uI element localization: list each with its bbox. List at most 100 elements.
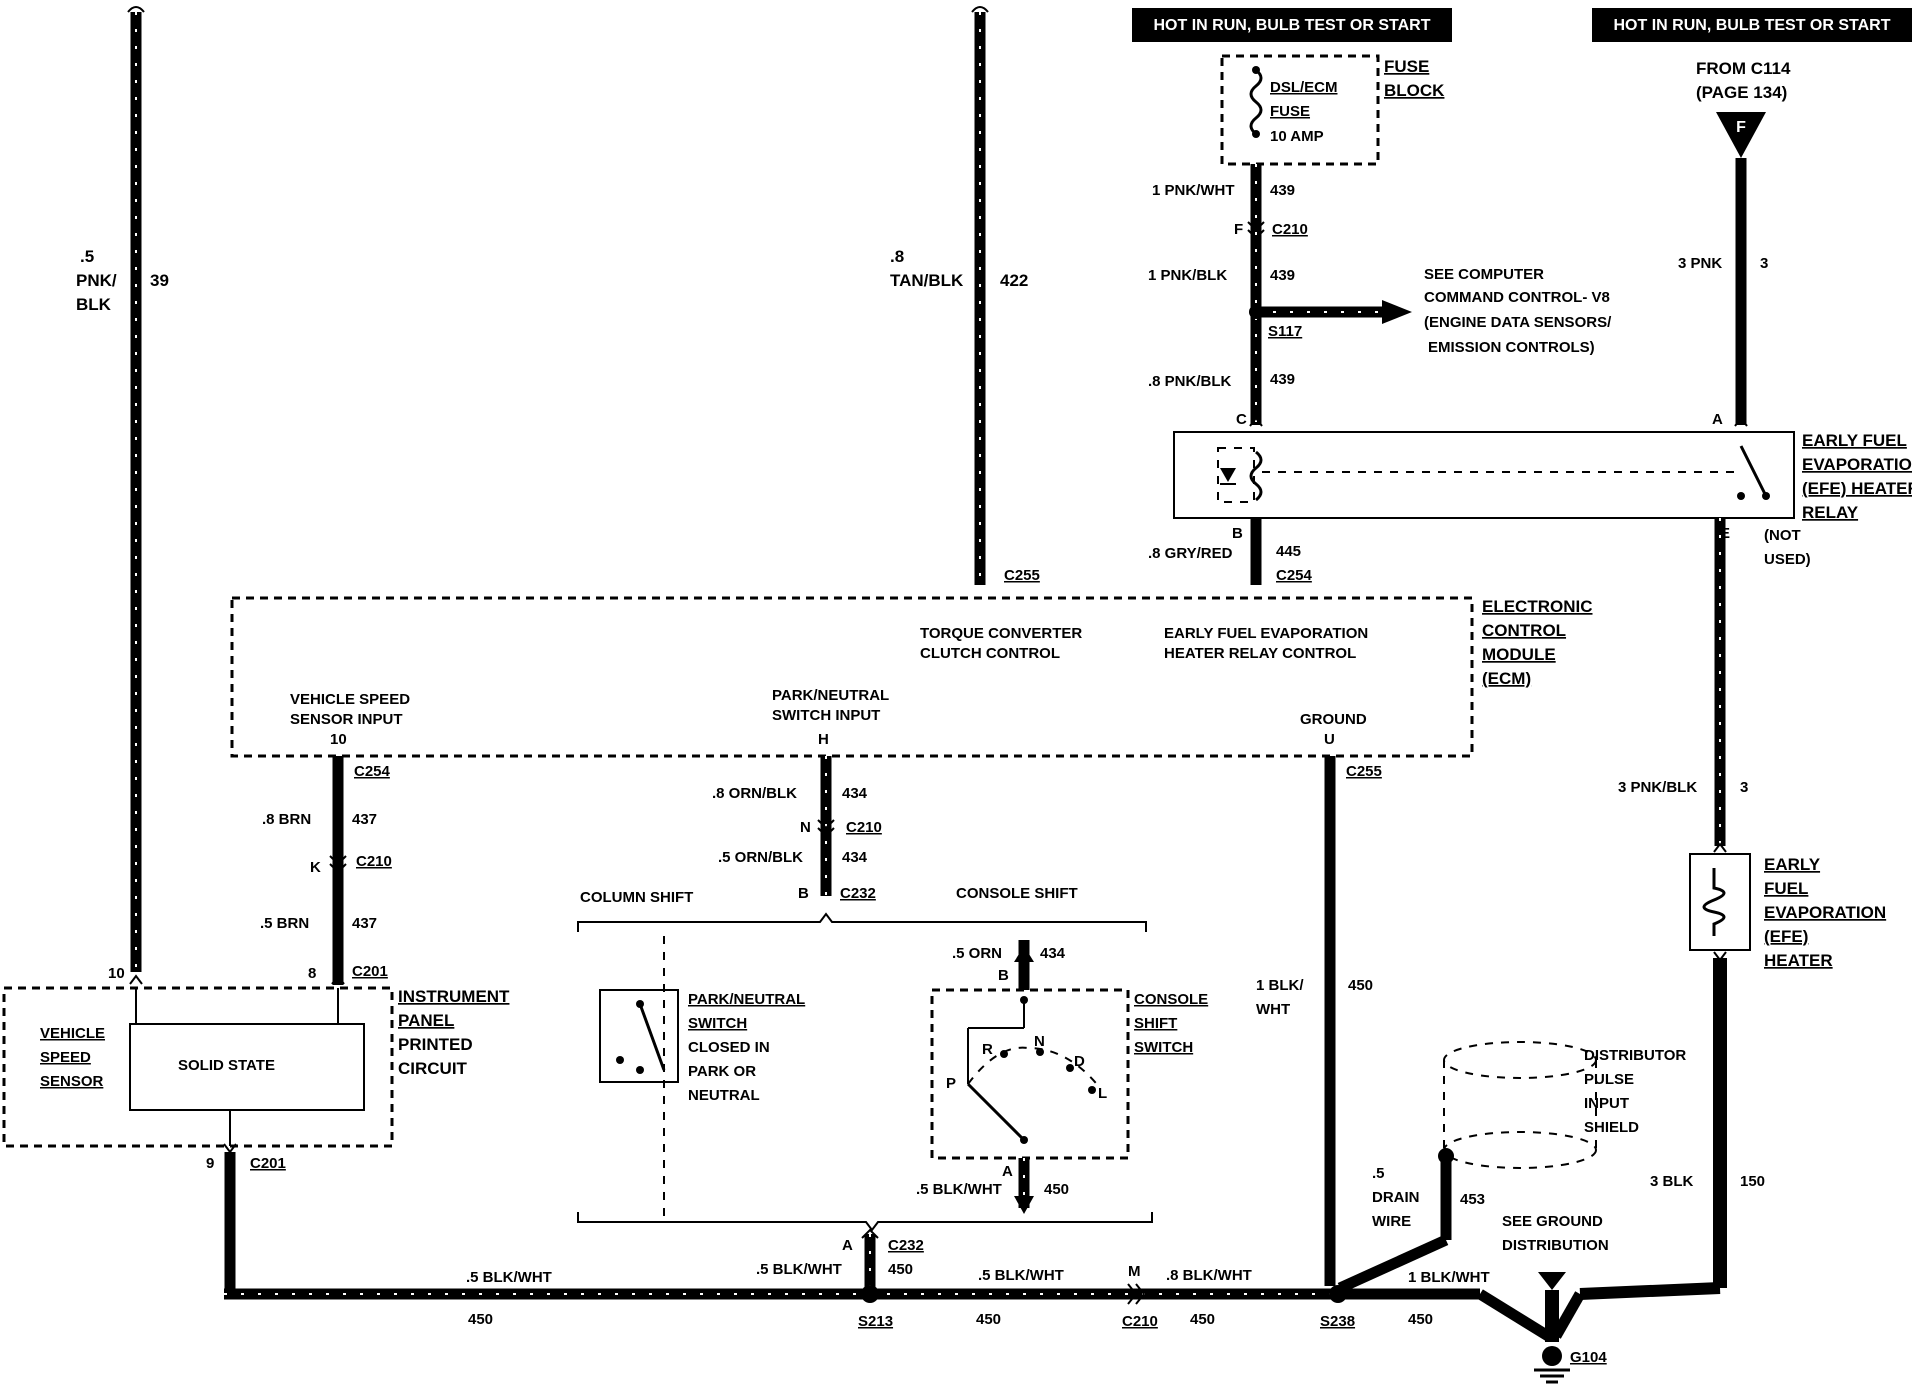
svg-text:1 PNK/BLK: 1 PNK/BLK	[1148, 267, 1227, 284]
svg-text:B: B	[1232, 525, 1243, 542]
svg-text:C255: C255	[1004, 567, 1040, 584]
svg-text:CONSOLE SHIFT: CONSOLE SHIFT	[956, 885, 1078, 902]
svg-text:FROM C114: FROM C114	[1696, 59, 1791, 78]
svg-text:422: 422	[1000, 271, 1028, 290]
ground-g104: G104 SEE GROUND DISTRIBUTION	[1502, 1213, 1609, 1384]
svg-text:H: H	[818, 731, 829, 748]
svg-text:CLUTCH CONTROL: CLUTCH CONTROL	[920, 645, 1060, 662]
svg-text:FUSE: FUSE	[1270, 103, 1310, 120]
svg-text:8: 8	[308, 965, 316, 982]
svg-text:150: 150	[1740, 1173, 1765, 1190]
svg-text:D: D	[1074, 1053, 1085, 1070]
svg-text:EARLY FUEL: EARLY FUEL	[1802, 431, 1907, 450]
svg-text:INSTRUMENT: INSTRUMENT	[398, 987, 510, 1006]
svg-text:FUEL: FUEL	[1764, 879, 1808, 898]
svg-text:GROUND: GROUND	[1300, 711, 1367, 728]
efe-heater-relay: C A B E EARLY FUEL EVAPORATION (EFE) HEA…	[1173, 411, 1912, 568]
svg-text:39: 39	[150, 271, 169, 290]
connector-c255-top: C255	[1004, 567, 1040, 584]
svg-text:S117: S117	[1268, 323, 1302, 340]
svg-text:(NOT: (NOT	[1764, 527, 1801, 544]
svg-text:COMMAND CONTROL- V8: COMMAND CONTROL- V8	[1424, 289, 1610, 306]
svg-text:SENSOR: SENSOR	[40, 1073, 104, 1090]
svg-text:B: B	[798, 885, 809, 902]
arrow-right-icon	[1382, 300, 1412, 324]
ground-marker-icon	[1538, 1272, 1566, 1290]
svg-text:1 BLK/: 1 BLK/	[1256, 977, 1304, 994]
svg-text:439: 439	[1270, 182, 1295, 199]
svg-text:S213: S213	[858, 1313, 893, 1330]
svg-text:DISTRIBUTION: DISTRIBUTION	[1502, 1237, 1609, 1254]
coil-icon	[1249, 450, 1263, 502]
svg-text:(EFE) HEATER: (EFE) HEATER	[1802, 479, 1912, 498]
svg-text:F: F	[1736, 119, 1746, 136]
svg-text:450: 450	[468, 1311, 493, 1328]
svg-text:SWITCH INPUT: SWITCH INPUT	[772, 707, 880, 724]
wire-39: .5 PNK/ BLK 39	[76, 6, 169, 972]
svg-text:9: 9	[206, 1155, 214, 1172]
svg-text:450: 450	[1044, 1181, 1069, 1198]
console-shift-switch: .5 ORN 434 B P R N D L CONSOLE SHIFT SWI…	[916, 940, 1208, 1214]
svg-text:SHIFT: SHIFT	[1134, 1015, 1177, 1032]
svg-text:C210: C210	[1272, 221, 1308, 238]
svg-text:(ECM): (ECM)	[1482, 669, 1531, 688]
svg-text:437: 437	[352, 811, 377, 828]
svg-text:437: 437	[352, 915, 377, 932]
svg-text:PRINTED: PRINTED	[398, 1035, 473, 1054]
svg-text:INPUT: INPUT	[1584, 1095, 1629, 1112]
svg-text:3: 3	[1740, 779, 1748, 796]
wire-450-vertical: C255 1 BLK/ WHT 450	[1256, 756, 1382, 1286]
svg-text:WIRE: WIRE	[1372, 1213, 1411, 1230]
svg-text:HOT IN RUN, BULB TEST OR START: HOT IN RUN, BULB TEST OR START	[1153, 17, 1430, 34]
svg-text:SOLID STATE: SOLID STATE	[178, 1057, 275, 1074]
svg-text:U: U	[1324, 731, 1335, 748]
svg-text:A: A	[1712, 411, 1723, 428]
svg-text:C: C	[1236, 411, 1247, 428]
svg-text:DISTRIBUTOR: DISTRIBUTOR	[1584, 1047, 1686, 1064]
svg-text:.5 BRN: .5 BRN	[260, 915, 309, 932]
svg-text:CIRCUIT: CIRCUIT	[398, 1059, 468, 1078]
svg-text:SEE COMPUTER: SEE COMPUTER	[1424, 266, 1544, 283]
svg-text:.5 ORN: .5 ORN	[952, 945, 1002, 962]
svg-text:PARK/NEUTRAL: PARK/NEUTRAL	[688, 991, 805, 1008]
wire-3-bottom: 3 PNK/BLK 3	[1618, 518, 1748, 846]
svg-text:SEE GROUND: SEE GROUND	[1502, 1213, 1603, 1230]
svg-text:450: 450	[1408, 1311, 1433, 1328]
svg-text:PARK/NEUTRAL: PARK/NEUTRAL	[772, 687, 889, 704]
svg-text:3: 3	[1760, 255, 1768, 272]
svg-text:10 AMP: 10 AMP	[1270, 128, 1324, 145]
svg-text:439: 439	[1270, 267, 1295, 284]
svg-text:.5 BLK/WHT: .5 BLK/WHT	[466, 1269, 552, 1286]
park-neutral-switch: PARK/NEUTRAL SWITCH CLOSED IN PARK OR NE…	[599, 989, 805, 1104]
svg-text:CONSOLE: CONSOLE	[1134, 991, 1208, 1008]
svg-text:.5: .5	[80, 247, 94, 266]
wire-422: .8 TAN/BLK 422	[890, 6, 1028, 585]
wire-445: .8 GRY/RED 445 C254	[1148, 518, 1313, 585]
header-right: HOT IN RUN, BULB TEST OR START	[1592, 8, 1912, 42]
svg-text:N: N	[800, 819, 811, 836]
svg-text:439: 439	[1270, 371, 1295, 388]
svg-text:SWITCH: SWITCH	[688, 1015, 747, 1032]
svg-text:.8: .8	[890, 247, 904, 266]
svg-text:453: 453	[1460, 1191, 1485, 1208]
svg-text:.8 GRY/RED: .8 GRY/RED	[1148, 545, 1233, 562]
relay-contact-icon	[1739, 445, 1768, 497]
svg-text:FUSE: FUSE	[1384, 57, 1429, 76]
svg-text:F: F	[1234, 221, 1243, 238]
wire-453-drain: .5 DRAIN WIRE 453	[1337, 1156, 1485, 1294]
svg-text:C255: C255	[1346, 763, 1382, 780]
svg-text:SPEED: SPEED	[40, 1049, 91, 1066]
svg-text:(EFE): (EFE)	[1764, 927, 1808, 946]
s117-branch: S117 SEE COMPUTER COMMAND CONTROL- V8 (E…	[1249, 266, 1612, 356]
svg-text:1 BLK/WHT: 1 BLK/WHT	[1408, 1269, 1490, 1286]
svg-text:(PAGE 134): (PAGE 134)	[1696, 83, 1787, 102]
svg-text:EARLY FUEL EVAPORATION: EARLY FUEL EVAPORATION	[1164, 625, 1368, 642]
svg-text:434: 434	[842, 849, 868, 866]
svg-text:A: A	[842, 1237, 853, 1254]
svg-text:.5 BLK/WHT: .5 BLK/WHT	[978, 1267, 1064, 1284]
svg-text:G104: G104	[1570, 1349, 1607, 1366]
header-left: HOT IN RUN, BULB TEST OR START	[1132, 8, 1452, 42]
wire-437: C254 .8 BRN 437 K C210 .5 BRN 437	[260, 756, 392, 985]
svg-text:RELAY: RELAY	[1802, 503, 1859, 522]
